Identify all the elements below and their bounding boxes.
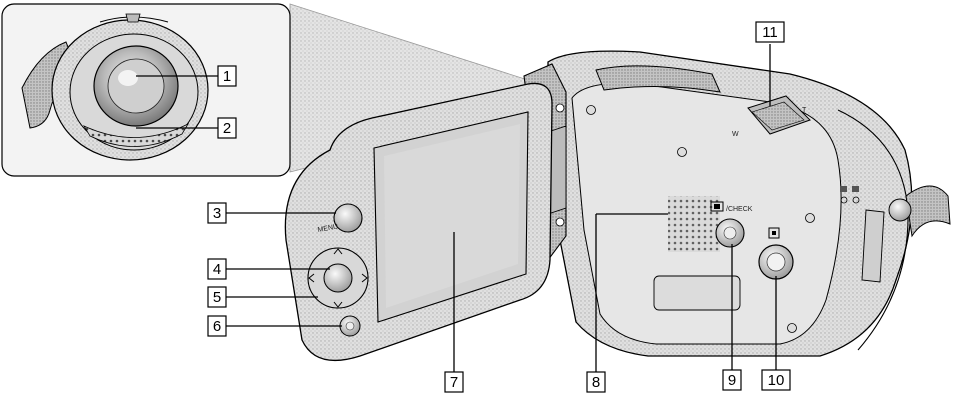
- svg-text:8: 8: [592, 374, 600, 391]
- callout-4: 4: [207, 258, 227, 280]
- inset-lens-view: [1, 3, 529, 177]
- callout-2: 2: [217, 117, 237, 139]
- svg-text:6: 6: [213, 318, 221, 335]
- mode-indicator-icon: [840, 186, 860, 204]
- callout-10: 10: [761, 369, 791, 391]
- microphone-grille-icon: [82, 123, 190, 147]
- leader-lines: [136, 44, 777, 372]
- svg-text:4: 4: [213, 261, 221, 278]
- check-label: /CHECK: [726, 206, 753, 213]
- svg-text:2: 2: [223, 120, 231, 137]
- svg-text:5: 5: [213, 289, 221, 306]
- callout-8: 8: [586, 371, 606, 393]
- callout-3: 3: [207, 202, 227, 224]
- record-button-icon: [758, 227, 794, 280]
- display-check-icon: [710, 201, 745, 248]
- power-button-icon: [339, 315, 361, 337]
- menu-button-icon: [333, 203, 363, 233]
- svg-text:10: 10: [768, 372, 785, 389]
- svg-text:7: 7: [450, 374, 458, 391]
- callout-1: 1: [217, 65, 237, 87]
- speaker-grille-icon: [668, 196, 720, 252]
- zoom-lever-icon: W T: [732, 95, 811, 138]
- lcd-panel: MENU: [284, 82, 553, 362]
- callout-6: 6: [207, 315, 227, 337]
- callout-9: 9: [722, 369, 742, 391]
- callout-5: 5: [207, 286, 227, 308]
- svg-text:W: W: [732, 131, 739, 138]
- svg-text:1: 1: [223, 68, 231, 85]
- callout-11: 11: [755, 21, 785, 43]
- callout-7: 7: [444, 371, 464, 393]
- joystick-icon: [307, 247, 369, 309]
- svg-text:11: 11: [762, 24, 778, 41]
- svg-text:T: T: [802, 107, 807, 114]
- svg-text:9: 9: [728, 372, 736, 389]
- menu-label: MENU: [317, 223, 339, 233]
- camcorder-body: /CHECK W T: [547, 50, 951, 357]
- svg-text:3: 3: [213, 205, 221, 222]
- camera-lens-icon: [93, 45, 179, 127]
